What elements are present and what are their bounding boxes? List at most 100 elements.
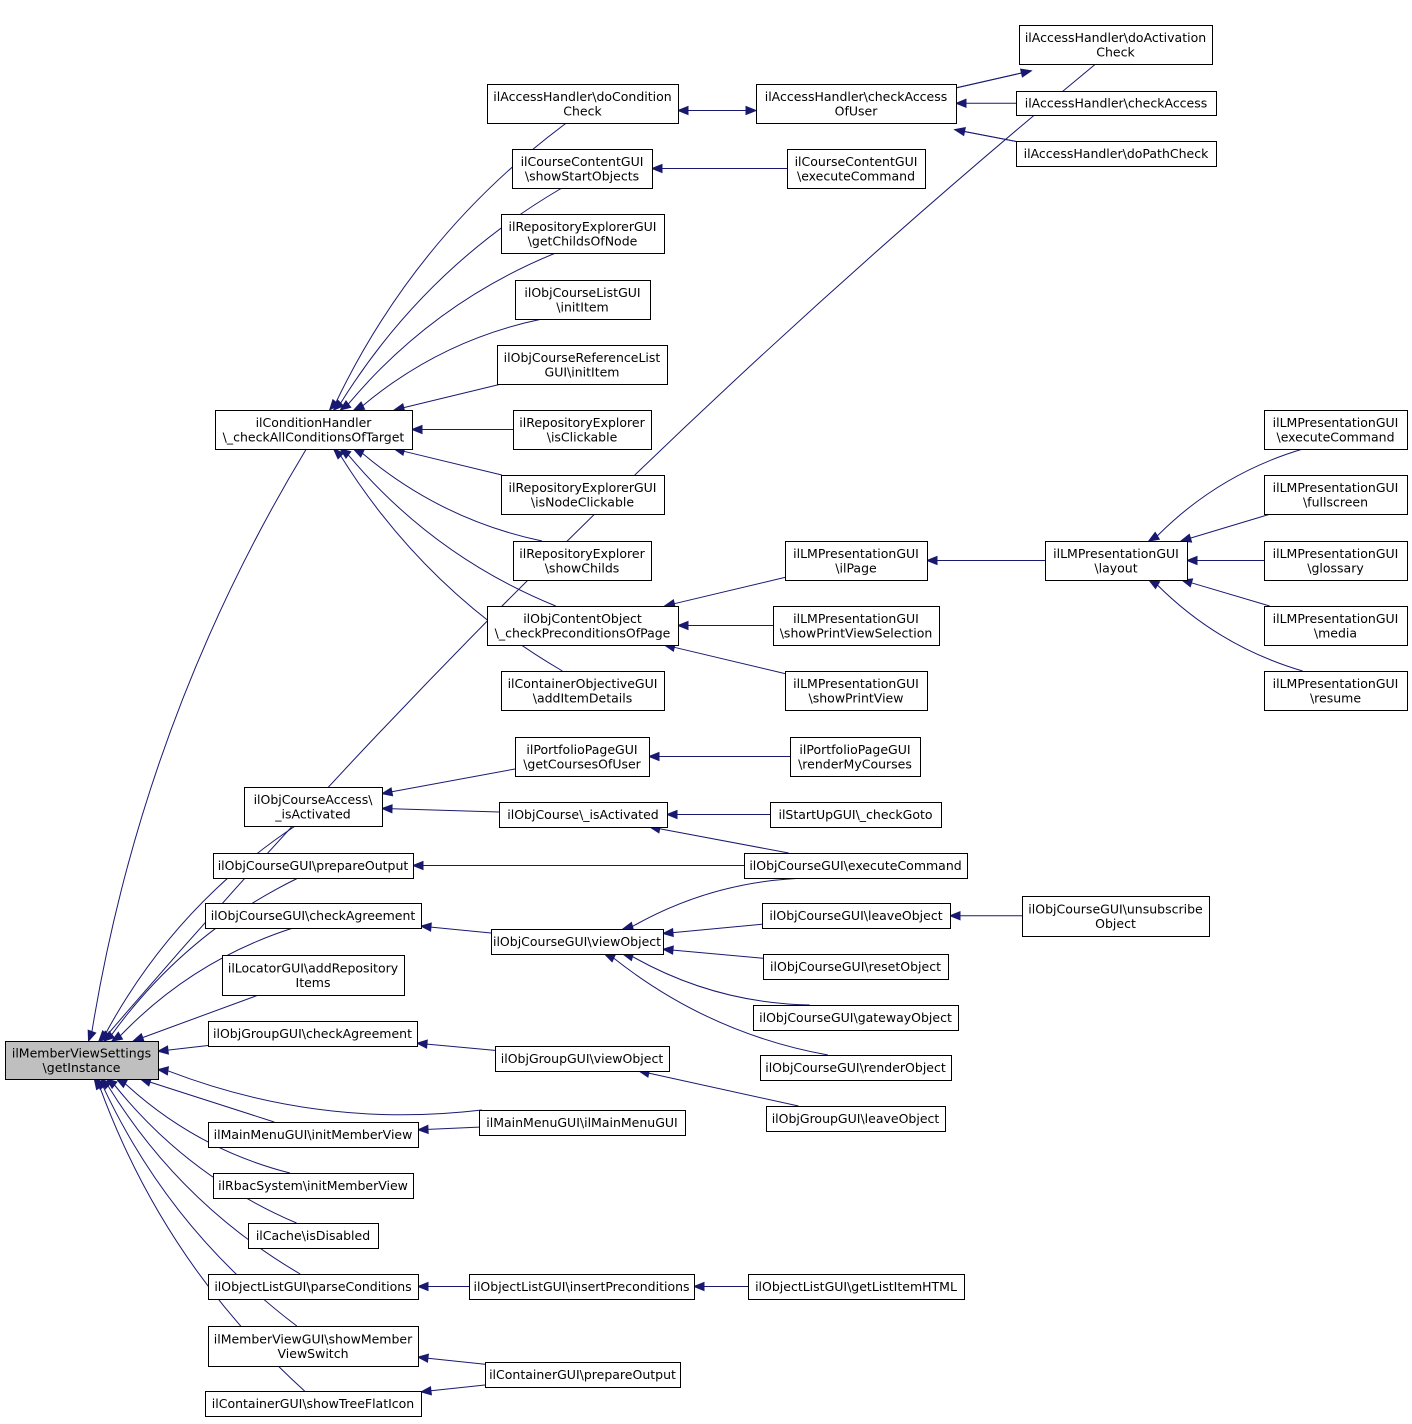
node-lmExecuteCommand[interactable]: ilLMPresentationGUI\executeCommand: [1264, 410, 1408, 450]
arrowhead-ccExecuteCommand-to-showStartObjects: [650, 163, 663, 174]
arrowhead-isClickable-to-conditionHandler: [410, 424, 423, 435]
node-leaveObject[interactable]: ilObjCourseGUI\leaveObject: [762, 903, 951, 929]
node-resetObject[interactable]: ilObjCourseGUI\resetObject: [763, 954, 949, 980]
node-renderMyCourses[interactable]: ilPortfolioPageGUI\renderMyCourses: [790, 737, 921, 777]
node-label-line: ilConditionHandler: [256, 415, 373, 430]
node-mainMenuInitMemberView[interactable]: ilMainMenuGUI\initMemberView: [208, 1122, 419, 1148]
node-showStartObjects[interactable]: ilCourseContentGUI\showStartObjects: [512, 149, 653, 189]
node-ilPage[interactable]: ilLMPresentationGUI\ilPage: [785, 541, 928, 581]
node-gatewayObject[interactable]: ilObjCourseGUI\gatewayObject: [753, 1005, 959, 1031]
node-label-line: ilObjGroupGUI\viewObject: [501, 1051, 664, 1066]
arrowhead-groupViewObject-to-groupCheckAgreement: [415, 1039, 428, 1049]
node-media[interactable]: ilLMPresentationGUI\media: [1264, 606, 1408, 646]
arrowhead-addRepositoryItems-to-root: [131, 1032, 145, 1042]
node-courseIsActivated[interactable]: ilObjCourse\_isActivated: [499, 802, 668, 828]
node-courseExecuteCommand[interactable]: ilObjCourseGUI\executeCommand: [744, 853, 968, 879]
node-label-line: \media: [1314, 625, 1357, 640]
node-label-line: ilRepositoryExplorerGUI: [509, 219, 657, 234]
node-label-line: ilObjGroupGUI\checkAgreement: [213, 1026, 412, 1041]
node-box: [205, 1391, 422, 1417]
node-groupLeaveObject[interactable]: ilObjGroupGUI\leaveObject: [766, 1106, 946, 1132]
node-courseCheckAgreement[interactable]: ilObjCourseGUI\checkAgreement: [205, 903, 422, 929]
node-mainMenuCtor[interactable]: ilMainMenuGUI\ilMainMenuGUI: [479, 1110, 686, 1136]
node-box: [501, 671, 665, 711]
node-resume[interactable]: ilLMPresentationGUI\resume: [1264, 671, 1408, 711]
node-box: [479, 1110, 686, 1136]
node-isNodeClickable[interactable]: ilRepositoryExplorerGUI\isNodeClickable: [501, 475, 665, 515]
node-checkAccess[interactable]: ilAccessHandler\checkAccess: [1016, 91, 1217, 116]
node-box: [744, 853, 968, 879]
node-rbacInitMemberView[interactable]: ilRbacSystem\initMemberView: [213, 1173, 414, 1199]
node-getListItemHTML[interactable]: ilObjectListGUI\getListItemHTML: [748, 1274, 965, 1300]
node-renderObject[interactable]: ilObjCourseGUI\renderObject: [760, 1055, 952, 1081]
edge-courseViewObject-to-courseCheckAgreement: [430, 926, 492, 934]
edge-conditionHandler-to-root: [91, 448, 307, 1032]
node-insertPreconditions[interactable]: ilObjectListGUI\insertPreconditions: [469, 1274, 695, 1300]
node-isClickable[interactable]: ilRepositoryExplorer\isClickable: [513, 410, 652, 450]
node-label-line: \_checkAllConditionsOfTarget: [223, 429, 405, 444]
node-ccExecuteCommand[interactable]: ilCourseContentGUI\executeCommand: [787, 149, 926, 189]
node-showChilds[interactable]: ilRepositoryExplorer\showChilds: [513, 541, 652, 581]
node-prepareOutputCourse[interactable]: ilObjCourseGUI\prepareOutput: [213, 853, 414, 879]
node-label-line: ilObjCourseReferenceList: [504, 350, 661, 365]
node-showTreeFlatIcon[interactable]: ilContainerGUI\showTreeFlatIcon: [205, 1391, 422, 1417]
node-label-line: ilPortfolioPageGUI: [799, 742, 910, 757]
arrowhead-getListItemHTML-to-insertPreconditions: [692, 1281, 705, 1292]
node-box: [513, 410, 652, 450]
node-getCoursesOfUser[interactable]: ilPortfolioPageGUI\getCoursesOfUser: [515, 737, 650, 777]
node-label-line: ilLMPresentationGUI: [1273, 676, 1399, 691]
node-label-line: ilMemberViewGUI\showMember: [214, 1331, 413, 1346]
edge-parseConditions-to-root: [107, 1085, 301, 1275]
arrowhead-resume-to-layout: [1147, 579, 1161, 590]
node-label-line: ilRepositoryExplorerGUI: [509, 480, 657, 495]
node-courseViewObject[interactable]: ilObjCourseGUI\viewObject: [491, 929, 664, 955]
node-label-line: ilAccessHandler\checkAccess: [1025, 96, 1208, 111]
node-box: [495, 1046, 670, 1072]
node-groupCheckAgreement[interactable]: ilObjGroupGUI\checkAgreement: [208, 1021, 418, 1047]
node-box: [499, 802, 668, 828]
edge-groupLeaveObject-to-groupViewObject: [648, 1072, 799, 1107]
node-label-line: ilObjCourseGUI\prepareOutput: [218, 858, 409, 873]
node-box: [213, 1173, 414, 1199]
node-doPathCheck[interactable]: ilAccessHandler\doPathCheck: [1016, 141, 1217, 167]
node-label-line: \showStartObjects: [525, 168, 639, 183]
node-root[interactable]: ilMemberViewSettings\getInstance: [5, 1041, 159, 1080]
arrowhead-renderMyCourses-to-getCoursesOfUser: [647, 751, 660, 762]
node-cacheIsDisabled[interactable]: ilCache\isDisabled: [248, 1223, 379, 1249]
node-box: [1264, 475, 1408, 515]
node-box: [753, 1005, 959, 1031]
node-label-line: ilObjCourseGUI\checkAgreement: [211, 908, 416, 923]
node-courseAccessIsActivated[interactable]: ilObjCourseAccess\_isActivated: [244, 787, 383, 827]
arrowhead-containerPrepareOutput-to-showMemberViewSwitch: [416, 1353, 429, 1363]
node-conditionHandler[interactable]: ilConditionHandler\_checkAllConditionsOf…: [215, 410, 413, 450]
node-label-line: ilLMPresentationGUI: [793, 611, 919, 626]
node-getChildsOfNode[interactable]: ilRepositoryExplorerGUI\getChildsOfNode: [501, 214, 665, 254]
arrowhead-glossary-to-layout: [1185, 555, 1198, 566]
node-showPrintView[interactable]: ilLMPresentationGUI\showPrintView: [785, 671, 928, 711]
node-checkGoto[interactable]: ilStartUpGUI\_checkGoto: [770, 802, 942, 828]
node-parseConditions[interactable]: ilObjectListGUI\parseConditions: [208, 1274, 419, 1300]
node-label-line: Object: [1095, 916, 1136, 931]
node-showPrintViewSelection[interactable]: ilLMPresentationGUI\showPrintViewSelecti…: [773, 606, 940, 646]
node-groupViewObject[interactable]: ilObjGroupGUI\viewObject: [495, 1046, 670, 1072]
node-checkPreconditionsOfPage[interactable]: ilObjContentObject\_checkPreconditionsOf…: [487, 606, 679, 646]
node-containerPrepareOutput[interactable]: ilContainerGUI\prepareOutput: [485, 1362, 681, 1388]
node-fullscreen[interactable]: ilLMPresentationGUI\fullscreen: [1264, 475, 1408, 515]
node-layout[interactable]: ilLMPresentationGUI\layout: [1045, 541, 1188, 581]
node-box: [1264, 606, 1408, 646]
node-courseListInitItem[interactable]: ilObjCourseListGUI\initItem: [515, 280, 651, 320]
arrowhead-showStartObjects-to-conditionHandler: [332, 399, 345, 411]
node-addItemDetails[interactable]: ilContainerObjectiveGUI\addItemDetails: [501, 671, 665, 711]
edge-mainMenuCtor-to-mainMenuInitMemberView: [427, 1126, 480, 1130]
node-label-line: ilObjectListGUI\parseConditions: [214, 1279, 411, 1294]
node-label-line: \getChildsOfNode: [528, 233, 638, 248]
node-box: [469, 1274, 695, 1300]
node-glossary[interactable]: ilLMPresentationGUI\glossary: [1264, 541, 1408, 581]
